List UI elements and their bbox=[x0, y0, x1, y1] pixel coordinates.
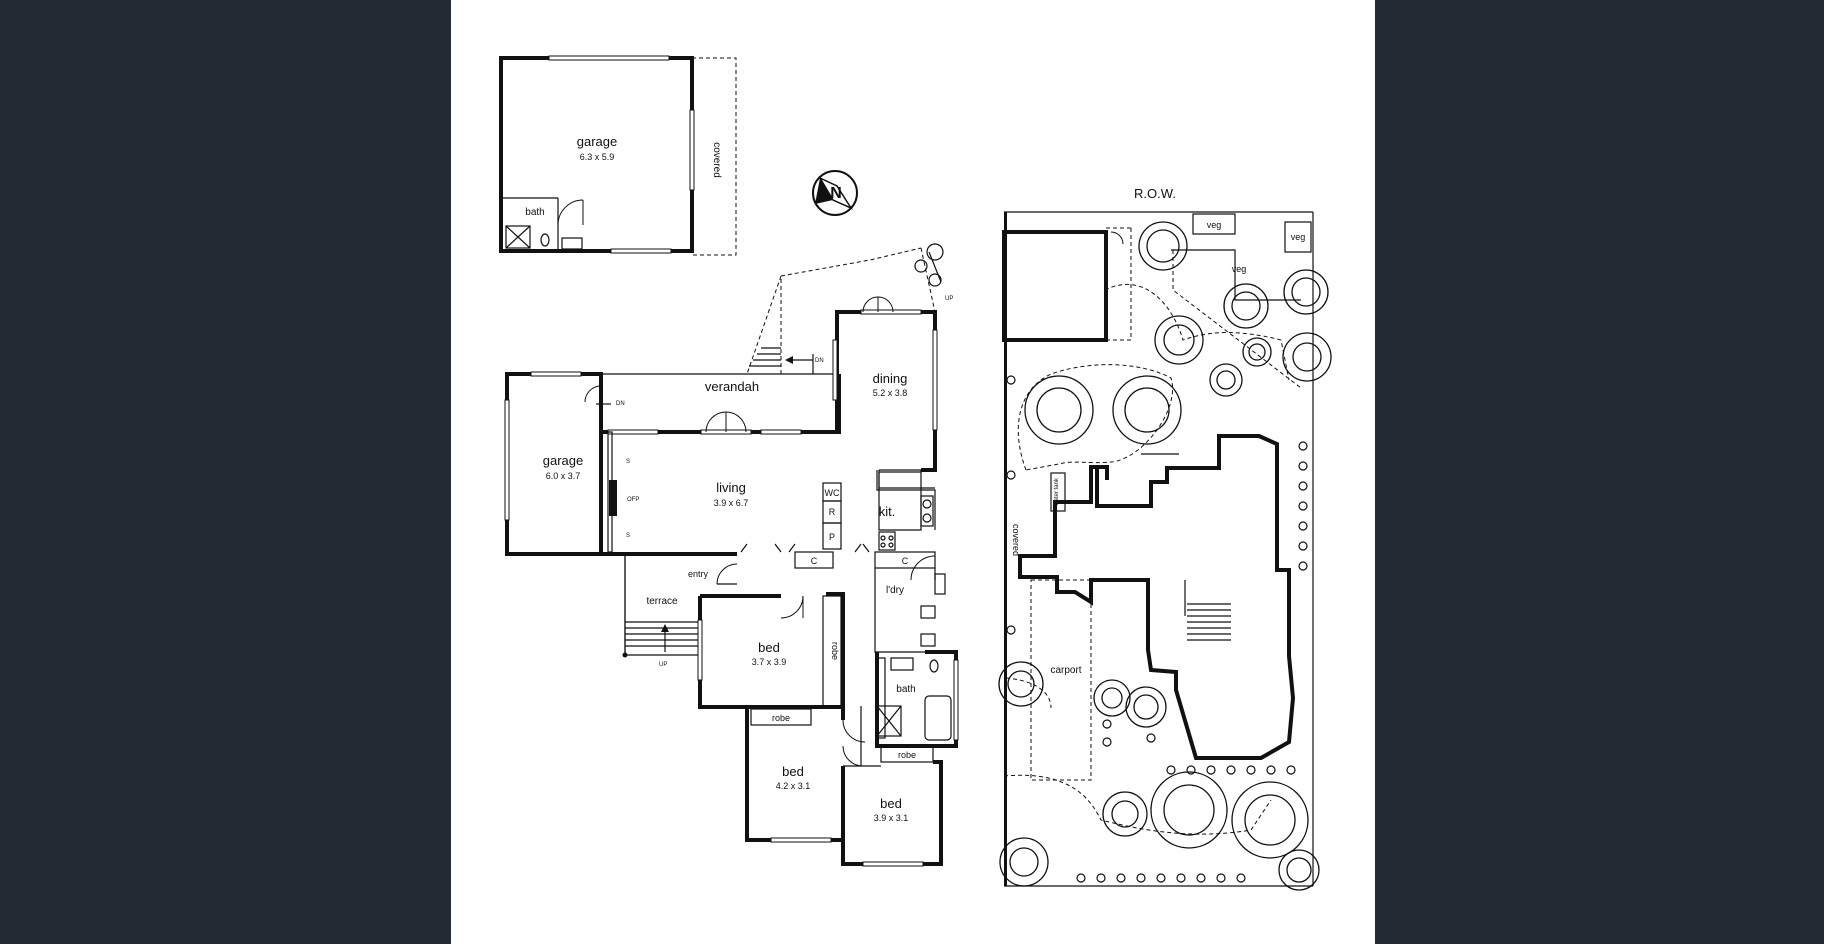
covered-site-label: covered bbox=[1011, 524, 1021, 556]
veg-label-3: veg bbox=[1291, 232, 1306, 242]
robe-label-1: robe bbox=[830, 642, 840, 660]
row-label: R.O.W. bbox=[1134, 186, 1176, 201]
water-tank-label: water tank bbox=[1054, 477, 1060, 507]
cupboard-label-2: C bbox=[902, 556, 909, 566]
bed-1-label: bed bbox=[758, 640, 780, 655]
dining-size: 5.2 x 3.8 bbox=[873, 388, 908, 398]
rear-garage: garage 6.3 x 5.9 bath covered bbox=[499, 55, 737, 256]
terrace-stairs bbox=[622, 621, 700, 658]
s-label-1: S bbox=[626, 459, 630, 465]
living-size: 3.9 x 6.7 bbox=[714, 498, 749, 508]
wc-label: WC bbox=[825, 488, 840, 498]
bed-1-size: 3.7 x 3.9 bbox=[752, 657, 787, 667]
garage-rear-label: garage bbox=[577, 134, 617, 149]
bed-2-size: 4.2 x 3.1 bbox=[776, 781, 811, 791]
entry-label: entry bbox=[688, 569, 709, 579]
p-label: P bbox=[829, 532, 835, 542]
bed-3-size: 3.9 x 3.1 bbox=[874, 813, 909, 823]
robe-label-3: robe bbox=[898, 750, 916, 760]
dn-label-2: DN bbox=[815, 358, 824, 364]
dn-label-1: DN bbox=[616, 401, 625, 407]
site-plan: R.O.W. veg veg veg water tank covered ca… bbox=[998, 186, 1332, 891]
cupboard-label-1: C bbox=[811, 556, 818, 566]
floorplan-drawing: garage 6.3 x 5.9 bath covered N garage 6… bbox=[499, 55, 1332, 891]
veg-label-1: veg bbox=[1207, 220, 1222, 230]
garage-bath-label: bath bbox=[525, 207, 544, 218]
s-label-2: S bbox=[626, 533, 630, 539]
compass-icon: N bbox=[812, 170, 858, 216]
living-label: living bbox=[716, 480, 746, 495]
veg-label-2: veg bbox=[1232, 264, 1247, 274]
up-label-1: UP bbox=[659, 662, 667, 668]
kitchen-label: kit. bbox=[879, 504, 896, 519]
verandah-label: verandah bbox=[705, 379, 759, 394]
main-house: garage 6.0 x 3.7 verandah OFP S S living… bbox=[504, 243, 959, 867]
site-trees bbox=[998, 221, 1332, 891]
r-label: R bbox=[829, 507, 836, 517]
bed-3-label: bed bbox=[880, 796, 902, 811]
bed-2-label: bed bbox=[782, 764, 804, 779]
covered-rear-label: covered bbox=[711, 142, 722, 178]
deck-stairs bbox=[749, 347, 814, 374]
terrace-label: terrace bbox=[646, 596, 678, 607]
dining-label: dining bbox=[873, 371, 908, 386]
compass-north-letter: N bbox=[830, 185, 842, 202]
site-shrubs bbox=[1006, 375, 1308, 883]
garage-front-label: garage bbox=[543, 453, 583, 468]
up-label-2: UP bbox=[945, 296, 953, 302]
carport-label: carport bbox=[1050, 665, 1081, 676]
laundry-label: l'dry bbox=[886, 585, 904, 596]
robe-label-2: robe bbox=[772, 713, 790, 723]
garage-front-size: 6.0 x 3.7 bbox=[546, 471, 581, 481]
garage-rear-size: 6.3 x 5.9 bbox=[580, 152, 615, 162]
bath-label: bath bbox=[896, 684, 915, 695]
floorplan-sheet: garage 6.3 x 5.9 bath covered N garage 6… bbox=[451, 0, 1375, 944]
ofp-label: OFP bbox=[627, 497, 639, 503]
